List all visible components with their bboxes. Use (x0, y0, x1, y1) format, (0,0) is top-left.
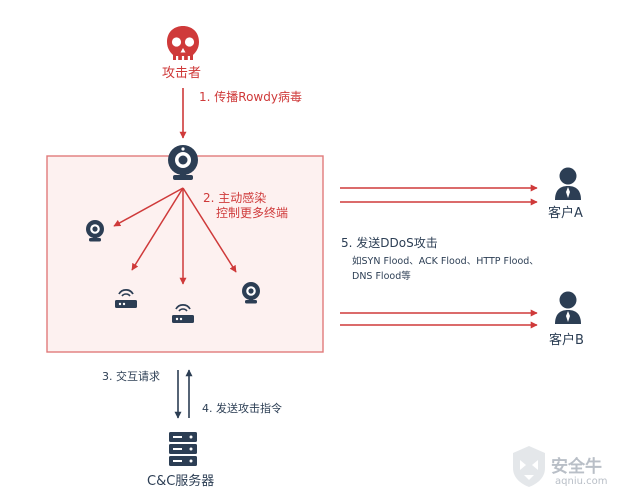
person-icon (555, 291, 581, 324)
step2-label-line1: 2. 主动感染 (203, 191, 267, 205)
watermark-url: aqniu.com (555, 476, 608, 487)
arrow-infect-2 (131, 187, 184, 271)
step1-label: 1. 传播Rowdy病毒 (199, 90, 302, 104)
server-icon (169, 432, 197, 466)
step5-detail-line2: DNS Flood等 (352, 271, 411, 282)
client-a-label: 客户A (548, 206, 583, 221)
step4-label: 4. 发送攻击指令 (202, 402, 282, 415)
server-label: C&C服务器 (147, 474, 215, 489)
client-b-label: 客户B (549, 333, 584, 348)
skull-icon (167, 26, 199, 60)
router-icon (172, 303, 194, 323)
attacker-label: 攻击者 (162, 66, 202, 81)
arrow-infect-4 (182, 187, 237, 273)
router-icon (115, 288, 137, 308)
step3-label: 3. 交互请求 (102, 370, 160, 383)
webcam-icon (86, 220, 104, 242)
watermark-brand: 安全牛 (551, 457, 602, 477)
step5-title: 5. 发送DDoS攻击 (341, 236, 438, 250)
person-icon (555, 167, 581, 200)
step5-detail-line1: 如SYN Flood、ACK Flood、HTTP Flood、 (352, 256, 539, 267)
webcam-icon (242, 282, 260, 304)
webcam-icon (168, 145, 198, 180)
aqniu-logo (513, 446, 545, 487)
arrow-infect-1 (113, 187, 184, 227)
step2-label-line2: 控制更多终端 (216, 206, 289, 220)
